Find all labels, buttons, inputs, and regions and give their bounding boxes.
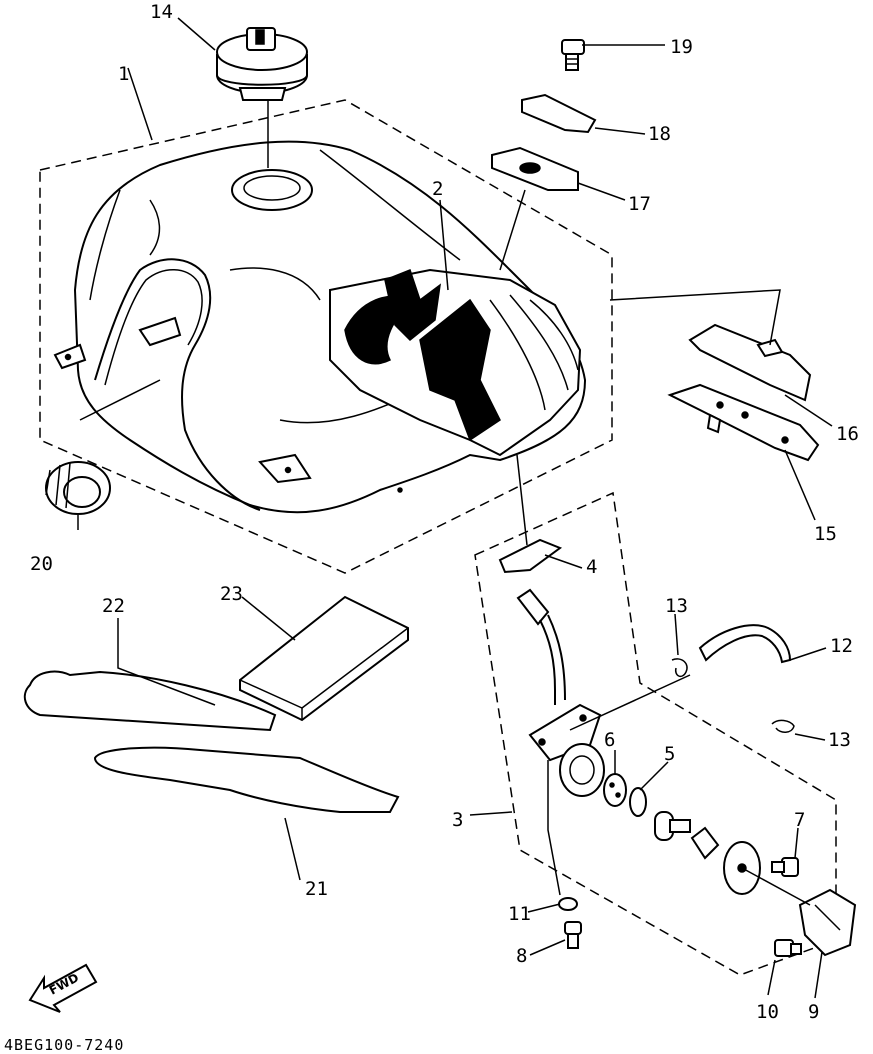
fuel-hose-12 [698,624,792,664]
callout-22: 22 [102,595,125,617]
filler-cap [216,27,308,101]
fwd-arrow: FWD [28,963,98,1013]
callout-19: 19 [670,36,693,58]
tank-emblem [329,268,582,457]
callout-13-lower: 13 [828,729,851,751]
cover-16 [688,323,812,402]
callout-18: 18 [648,123,671,145]
callout-8: 8 [516,945,527,967]
callout-2: 2 [432,178,443,200]
grommet-20 [45,461,111,515]
pad-23 [239,595,409,722]
callout-20: 20 [30,553,53,575]
pad-21 [93,746,400,813]
callout-9: 9 [808,1001,819,1023]
callout-14: 14 [150,1,173,23]
callout-23: 23 [220,583,243,605]
fuel-cock-group-boundary [474,491,837,976]
part-code: 4BEG100-7240 [4,1036,124,1054]
callout-5: 5 [664,743,675,765]
callout-labels: 14 19 1 18 17 2 16 15 20 4 23 22 13 12 1… [30,1,859,1023]
callout-16: 16 [836,423,859,445]
pad-22 [23,670,277,732]
callout-7: 7 [794,809,805,831]
leader-lines [77,17,833,999]
bracket-15 [667,383,820,462]
callout-15: 15 [814,523,837,545]
gasket-4 [498,538,563,574]
callout-13-upper: 13 [665,595,688,617]
callout-11: 11 [508,903,531,925]
callout-12: 12 [830,635,853,657]
callout-17: 17 [628,193,651,215]
hose-clip-13-lower [771,719,795,733]
callout-6: 6 [604,729,615,751]
tank-group-boundary [39,99,613,574]
callout-3: 3 [452,809,463,831]
damper-17 [491,146,579,191]
fuel-cock-assembly [516,588,857,957]
callout-21: 21 [305,878,328,900]
washer-11 [558,897,578,911]
bolt-19 [561,39,585,71]
callout-1: 1 [118,63,129,85]
callout-4: 4 [586,556,597,578]
callout-10: 10 [756,1001,779,1023]
screw-8 [564,921,582,949]
plate-18 [521,93,597,134]
hose-clip-13-upper [671,658,688,678]
